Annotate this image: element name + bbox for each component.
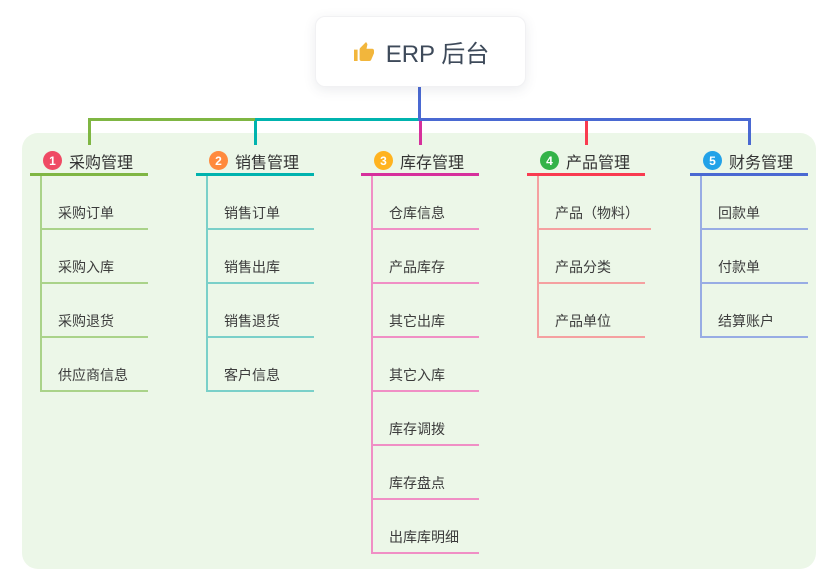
child-node-label: 供应商信息 (58, 367, 128, 384)
child-node[interactable]: 库存盘点 (373, 446, 479, 500)
branch-number-badge: 2 (209, 151, 228, 170)
branch-node[interactable]: 2 销售管理销售订单销售出库销售退货客户信息 (196, 148, 314, 392)
child-node[interactable]: 产品分类 (539, 230, 645, 284)
child-node-label: 出库库明细 (389, 529, 459, 546)
branch-node[interactable]: 1 采购管理采购订单采购入库采购退货供应商信息 (30, 148, 148, 392)
child-node[interactable]: 采购入库 (42, 230, 148, 284)
branch-header[interactable]: 4 产品管理 (527, 148, 645, 176)
trunk-segment (89, 118, 257, 121)
child-node-label: 销售退货 (224, 313, 280, 330)
child-node[interactable]: 结算账户 (702, 284, 808, 338)
child-node[interactable]: 其它入库 (373, 338, 479, 392)
branch-label: 销售管理 (235, 154, 300, 172)
trunk-segment (420, 118, 751, 121)
child-node-label: 回款单 (718, 205, 760, 222)
child-node[interactable]: 仓库信息 (373, 176, 479, 230)
child-node-label: 产品（物料） (555, 205, 639, 222)
branch-node[interactable]: 5 财务管理回款单付款单结算账户 (690, 148, 808, 338)
branch-connector-line (88, 118, 91, 145)
branch-header[interactable]: 2 销售管理 (196, 148, 314, 176)
child-node-label: 库存调拨 (389, 421, 445, 438)
branch-node[interactable]: 4 产品管理产品（物料） 产品分类产品单位 (527, 148, 651, 338)
branch-connector-line (585, 118, 588, 145)
child-node-label: 采购退货 (58, 313, 114, 330)
child-node-label: 其它入库 (389, 367, 445, 384)
branch-number-badge: 5 (703, 151, 722, 170)
branch-children: 回款单付款单结算账户 (700, 176, 808, 338)
child-node-label: 库存盘点 (389, 475, 445, 492)
child-node[interactable]: 产品（物料） (539, 176, 651, 230)
child-node[interactable]: 供应商信息 (42, 338, 148, 392)
child-node-label: 销售订单 (224, 205, 280, 222)
branch-connector-line (254, 118, 257, 145)
branch-header[interactable]: 5 财务管理 (690, 148, 808, 176)
branch-number-badge: 3 (374, 151, 393, 170)
child-node[interactable]: 出库库明细 (373, 500, 479, 554)
child-node[interactable]: 回款单 (702, 176, 808, 230)
child-node[interactable]: 采购退货 (42, 284, 148, 338)
branch-label: 采购管理 (69, 154, 134, 172)
child-node-label: 结算账户 (718, 313, 774, 330)
branch-children: 产品（物料） 产品分类产品单位 (537, 176, 651, 338)
branch-children: 仓库信息产品库存其它出库其它入库库存调拨库存盘点出库库明细 (371, 176, 479, 554)
child-node-label: 其它出库 (389, 313, 445, 330)
child-node[interactable]: 产品单位 (539, 284, 645, 338)
branch-connector-line (419, 118, 422, 145)
child-node[interactable]: 销售出库 (208, 230, 314, 284)
branch-children: 销售订单销售出库销售退货客户信息 (206, 176, 314, 392)
child-node-label: 产品库存 (389, 259, 445, 276)
branch-connector-line (748, 118, 751, 145)
child-node-label: 付款单 (718, 259, 760, 276)
thumbs-up-icon (353, 41, 374, 61)
root-node[interactable]: ERP 后台 (315, 16, 526, 87)
child-node[interactable]: 付款单 (702, 230, 808, 284)
child-node[interactable]: 其它出库 (373, 284, 479, 338)
child-node-label: 销售出库 (224, 259, 280, 276)
child-node[interactable]: 客户信息 (208, 338, 314, 392)
branch-header[interactable]: 1 采购管理 (30, 148, 148, 176)
child-node[interactable]: 采购订单 (42, 176, 148, 230)
child-node[interactable]: 库存调拨 (373, 392, 479, 446)
child-node[interactable]: 销售订单 (208, 176, 314, 230)
child-node-label: 采购订单 (58, 205, 114, 222)
branch-number-badge: 4 (540, 151, 559, 170)
branch-number-badge: 1 (43, 151, 62, 170)
child-node-label: 采购入库 (58, 259, 114, 276)
branch-label: 财务管理 (729, 154, 794, 172)
trunk-segment (255, 118, 422, 121)
mindmap-panel: 1 采购管理采购订单采购入库采购退货供应商信息 2 销售管理销售订单销售出库销售退货客… (22, 133, 816, 569)
child-node-label: 产品分类 (555, 259, 611, 276)
child-node[interactable]: 产品库存 (373, 230, 479, 284)
branch-label: 库存管理 (400, 154, 465, 172)
child-node-label: 客户信息 (224, 367, 280, 384)
branch-node[interactable]: 3 库存管理仓库信息产品库存其它出库其它入库库存调拨库存盘点出库库明细 (361, 148, 479, 554)
branch-label: 产品管理 (566, 154, 631, 172)
root-node-label: ERP 后台 (385, 41, 490, 68)
child-node-label: 产品单位 (555, 313, 611, 330)
root-connector-line (418, 85, 421, 121)
branch-header[interactable]: 3 库存管理 (361, 148, 479, 176)
child-node[interactable]: 销售退货 (208, 284, 314, 338)
child-node-label: 仓库信息 (389, 205, 445, 222)
branch-children: 采购订单采购入库采购退货供应商信息 (40, 176, 148, 392)
